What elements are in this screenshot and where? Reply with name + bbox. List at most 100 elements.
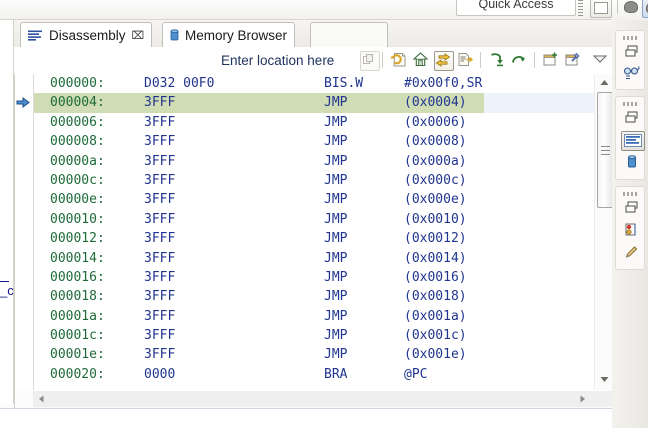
pin-view-icon[interactable] [564, 51, 582, 69]
left-text-fragment: _c [0, 283, 14, 298]
tab-overflow-area[interactable] [310, 22, 388, 49]
row-opcode: 3FFF [144, 95, 176, 111]
disassembly-row[interactable]: 000016: 3FFF JMP (0x0016) [34, 268, 594, 287]
below-view-area [0, 409, 612, 428]
horizontal-scrollbar[interactable] [15, 391, 613, 408]
row-opcode: 3FFF [144, 192, 176, 208]
restore-icon[interactable] [623, 109, 641, 127]
row-operands: @PC [404, 366, 428, 382]
restore-icon[interactable] [623, 43, 641, 61]
row-mnemonic: JMP [324, 192, 348, 208]
copy-to-clipboard-icon[interactable] [360, 51, 380, 71]
row-operands: #0x00f0,SR [404, 76, 483, 91]
row-operands: (0x0016) [404, 269, 467, 285]
perspective-cpp-button[interactable] [621, 0, 641, 16]
row-mnemonic: JMP [324, 231, 348, 247]
row-mnemonic: BIS.W [324, 76, 364, 91]
left-editor-stub [0, 20, 14, 404]
group-drag-dots[interactable] [623, 192, 639, 196]
row-operands: (0x000e) [404, 192, 467, 208]
debug-perspective-icon[interactable] [623, 65, 641, 83]
row-opcode: 3FFF [144, 269, 176, 285]
horizontal-scrollbar-track[interactable] [33, 391, 612, 407]
row-address: 000008: [50, 134, 105, 150]
tab-label: Disassembly [49, 28, 126, 43]
group-drag-dots[interactable] [623, 102, 639, 106]
horizontal-scrollbar-thumb[interactable] [51, 391, 612, 407]
tab-disassembly[interactable]: Disassembly ⌧ [20, 22, 153, 48]
row-operands: (0x0004) [404, 95, 467, 111]
show-symbols-icon[interactable] [456, 51, 474, 69]
refresh-icon[interactable] [390, 51, 408, 69]
group-drag-dots[interactable] [623, 36, 639, 40]
disassembly-view-icon[interactable] [621, 131, 645, 151]
disassembly-icon [28, 30, 43, 41]
memory-view-icon[interactable] [623, 153, 641, 171]
code-gutter[interactable] [15, 74, 33, 390]
location-input[interactable]: Enter location here [214, 49, 354, 71]
editor-view-icon[interactable] [623, 243, 641, 261]
row-address: 000016: [50, 269, 105, 285]
row-mnemonic: JMP [324, 347, 348, 363]
view-menu-chevron-icon[interactable] [592, 53, 610, 71]
program-counter-marker-icon [16, 96, 30, 109]
row-address: 00001a: [50, 308, 105, 324]
restore-icon[interactable] [623, 199, 641, 217]
memory-browser-icon [170, 29, 179, 42]
row-mnemonic: JMP [324, 114, 348, 130]
row-mnemonic: JMP [324, 134, 348, 150]
row-mnemonic: JMP [324, 269, 348, 285]
scroll-up-arrow-icon[interactable] [597, 75, 612, 90]
row-operands: (0x0006) [404, 114, 467, 130]
toggle-source-asm-icon[interactable] [434, 51, 454, 71]
breakpoints-view-icon[interactable] [623, 221, 641, 239]
perspective-debug-button[interactable] [642, 0, 648, 18]
row-opcode: 3FFF [144, 347, 176, 363]
row-opcode: 3FFF [144, 172, 176, 188]
tab-memory-browser[interactable]: Memory Browser [162, 22, 296, 48]
scroll-down-arrow-icon[interactable] [597, 372, 612, 387]
scroll-right-arrow-icon[interactable] [576, 392, 590, 406]
quick-access-field[interactable]: Quick Access [456, 0, 576, 16]
step-over-icon[interactable] [510, 51, 528, 69]
new-window-icon[interactable] [542, 51, 560, 69]
restore-perspective-button[interactable] [590, 0, 612, 18]
row-mnemonic: JMP [324, 95, 348, 111]
disassembly-view: Disassembly ⌧ Memory Browser Enter locat… [14, 20, 614, 408]
row-address: 000018: [50, 289, 105, 305]
row-operands: (0x001a) [404, 308, 467, 324]
home-icon[interactable] [412, 51, 430, 69]
row-operands: (0x001c) [404, 328, 467, 344]
row-mnemonic: JMP [324, 308, 348, 324]
vertical-scrollbar[interactable] [594, 74, 614, 390]
scroll-left-arrow-icon[interactable] [34, 392, 48, 406]
row-address: 00001e: [50, 347, 105, 363]
row-opcode: 3FFF [144, 211, 176, 227]
gutter-divider [33, 74, 34, 390]
step-into-icon[interactable] [488, 51, 506, 69]
row-opcode: 3FFF [144, 328, 176, 344]
row-operands: (0x000a) [404, 153, 467, 169]
row-address: 00001c: [50, 328, 105, 344]
close-icon[interactable]: ⌧ [131, 30, 145, 42]
row-mnemonic: JMP [324, 250, 348, 266]
toolbar-separator [480, 52, 481, 68]
toolbar-drag-handle[interactable] [578, 0, 583, 16]
